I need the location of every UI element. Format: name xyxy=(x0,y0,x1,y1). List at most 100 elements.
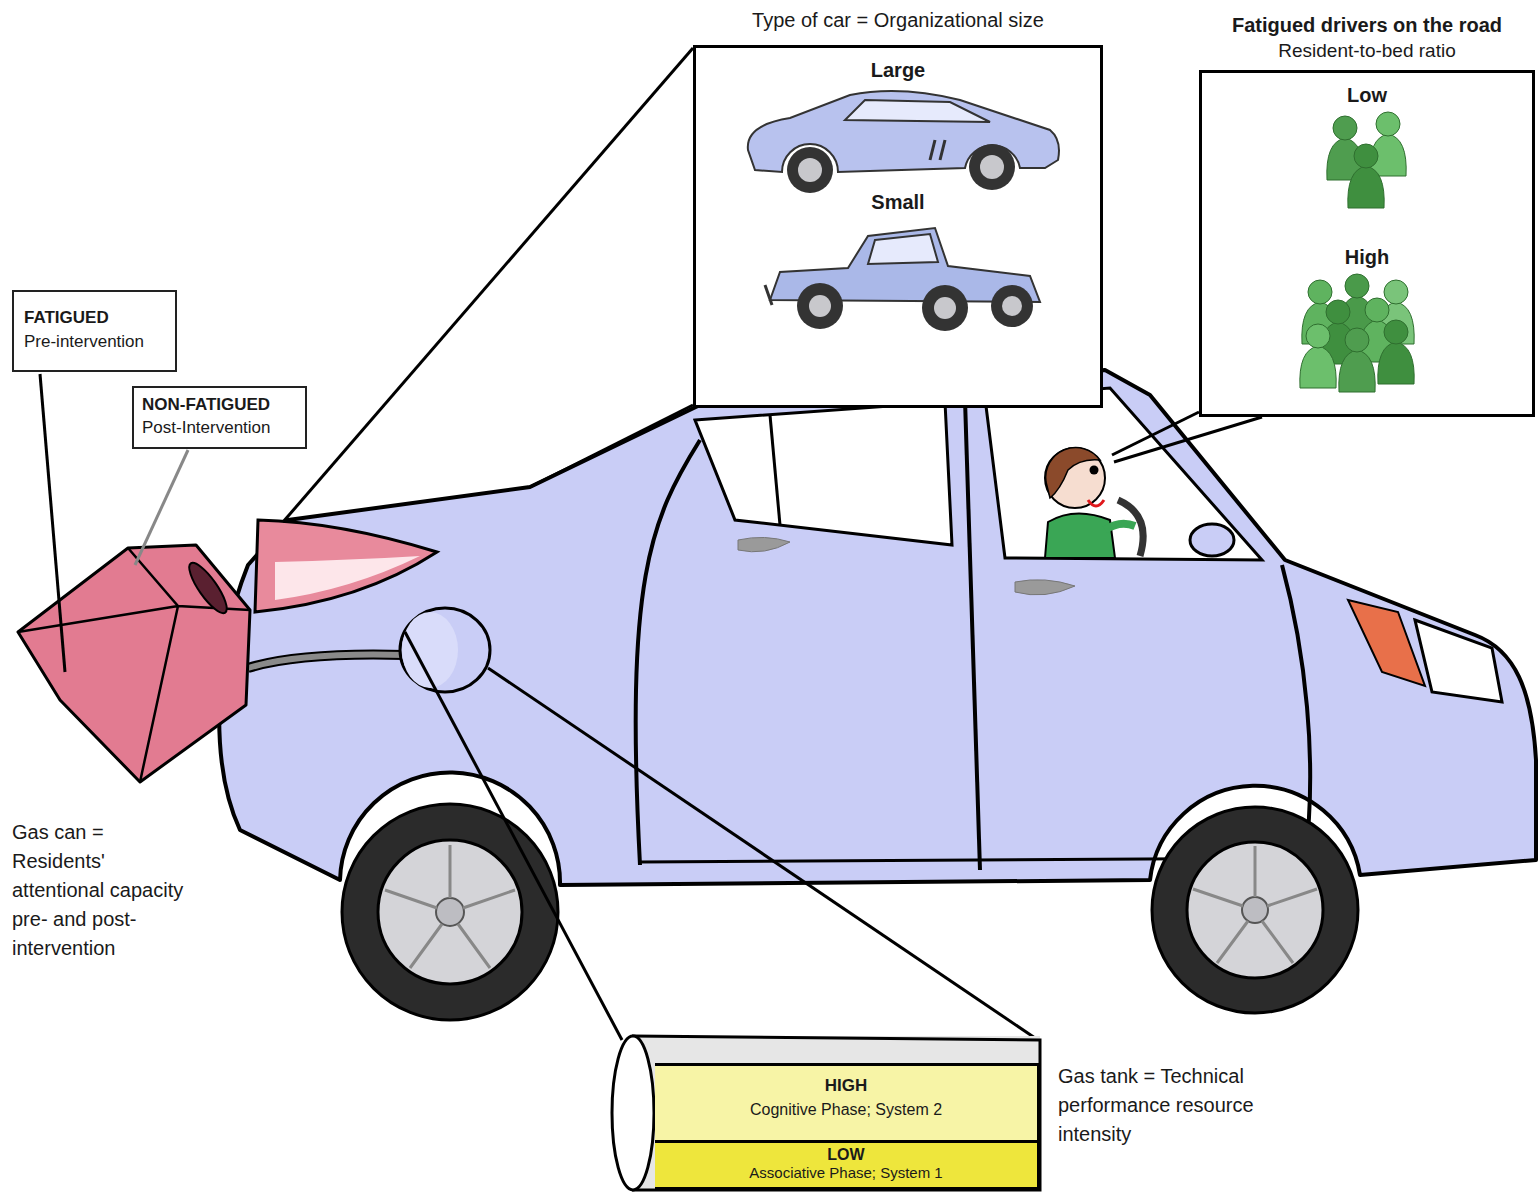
sports-car xyxy=(930,140,945,160)
figure-caption: Gas can = Residents' attentional capacit… xyxy=(12,818,197,963)
callout-panel xyxy=(1199,70,1535,417)
resident-figure xyxy=(1339,328,1375,392)
tail-light xyxy=(255,520,437,612)
resident-figure xyxy=(1354,144,1378,168)
resident-figure xyxy=(1345,328,1369,352)
callout-subheading: Resident-to-bed ratio xyxy=(1182,40,1540,63)
vintage-car xyxy=(934,297,956,319)
sports-car xyxy=(980,155,1004,179)
state-box: FATIGUEDPre-intervention xyxy=(12,290,177,372)
vintage-car xyxy=(797,283,843,329)
magnifier-line xyxy=(283,48,693,522)
door-handle xyxy=(738,537,1075,594)
car-window xyxy=(695,388,1262,560)
figure-caption: Gas tank = Technical performance resourc… xyxy=(1058,1062,1308,1149)
ratio-label: Low xyxy=(1202,83,1532,107)
resident-figure xyxy=(1348,166,1384,208)
gas-hose xyxy=(248,655,405,668)
resident-figure xyxy=(1384,280,1408,304)
gas-tank xyxy=(632,1036,1040,1190)
door-handle xyxy=(1015,580,1075,595)
wheel xyxy=(1242,897,1268,923)
resident-figure xyxy=(1306,324,1330,348)
resident-figure xyxy=(1376,112,1400,136)
vintage-car xyxy=(868,234,938,264)
driver-figure xyxy=(1045,448,1143,558)
head-light xyxy=(1415,620,1502,702)
state-box: NON-FATIGUEDPost-Intervention xyxy=(132,386,307,449)
band-note: Cognitive Phase; System 2 xyxy=(750,1100,942,1119)
magnifier-line xyxy=(530,405,693,487)
callout-box: Fatigued drivers on the roadResident-to-… xyxy=(1199,70,1535,417)
size-label: Large xyxy=(696,58,1100,82)
wheel xyxy=(1193,846,1317,963)
band-title: HIGH xyxy=(825,1076,868,1096)
tail-light xyxy=(275,556,420,600)
sports-car xyxy=(845,100,990,122)
resident-figure xyxy=(1308,280,1332,304)
size-label: Small xyxy=(696,190,1100,214)
wheel xyxy=(378,840,522,984)
driver-figure xyxy=(1046,448,1100,498)
magnifier-line xyxy=(488,668,1038,1040)
resident-figure xyxy=(1365,298,1389,322)
gas-tank xyxy=(632,1036,1040,1190)
resident-figure xyxy=(1300,346,1336,388)
vintage-car xyxy=(765,228,1040,331)
callout-heading: Fatigued drivers on the road xyxy=(1182,13,1540,37)
gas-hose xyxy=(248,655,405,668)
leader-line xyxy=(135,450,188,565)
side-mirror xyxy=(1190,524,1234,556)
head-light xyxy=(1348,600,1425,686)
tail-light xyxy=(255,520,437,612)
sports-car xyxy=(969,144,1015,190)
wheel xyxy=(385,845,515,968)
resident-figure xyxy=(1348,144,1384,208)
tank-band: HIGH Cognitive Phase; System 2 xyxy=(655,1063,1040,1140)
tank-band: LOWAssociative Phase; System 1 xyxy=(655,1140,1040,1190)
state-note: Pre-intervention xyxy=(24,332,144,352)
callout-panel xyxy=(693,45,1535,417)
wheel xyxy=(1187,842,1323,978)
resident-figure xyxy=(1345,274,1369,298)
car-window xyxy=(770,415,780,525)
gas-can xyxy=(18,548,250,782)
resident-figure xyxy=(1300,324,1336,388)
resident-figure xyxy=(1384,320,1408,344)
resident-figure xyxy=(1378,342,1414,384)
vintage-car xyxy=(922,285,968,331)
gas-tank xyxy=(612,1036,1040,1190)
resident-figure xyxy=(1378,320,1414,384)
driver-figure xyxy=(1045,513,1115,558)
magnifier-line xyxy=(1114,417,1262,462)
callout-panel xyxy=(693,45,1103,408)
door-lines xyxy=(636,400,1310,870)
gas-can xyxy=(18,545,250,782)
door-lines xyxy=(636,440,700,865)
vintage-car xyxy=(1002,296,1022,316)
driver-figure xyxy=(1088,500,1104,506)
door-lines xyxy=(965,400,980,870)
band-title: LOW xyxy=(827,1146,864,1164)
vintage-car xyxy=(991,285,1033,327)
wheel xyxy=(342,804,558,1020)
car-window xyxy=(695,402,952,545)
door-handle xyxy=(738,537,790,551)
driver-figure xyxy=(1090,466,1099,475)
resident-figure xyxy=(1326,300,1350,324)
gas-tank xyxy=(612,1036,654,1190)
gas-hose xyxy=(248,655,405,668)
wheel xyxy=(1152,807,1358,1013)
state-title: NON-FATIGUED xyxy=(142,395,270,415)
vintage-car xyxy=(809,295,831,317)
driver-figure xyxy=(1045,448,1105,508)
gas-can xyxy=(183,558,232,617)
leader-line xyxy=(40,374,65,672)
ratio-label: High xyxy=(1202,245,1532,269)
callout-box: Type of car = Organizational sizeLargeSm… xyxy=(693,45,1103,408)
band-note: Associative Phase; System 1 xyxy=(749,1165,942,1182)
magnifier-line xyxy=(405,632,622,1040)
sports-car xyxy=(798,158,822,182)
